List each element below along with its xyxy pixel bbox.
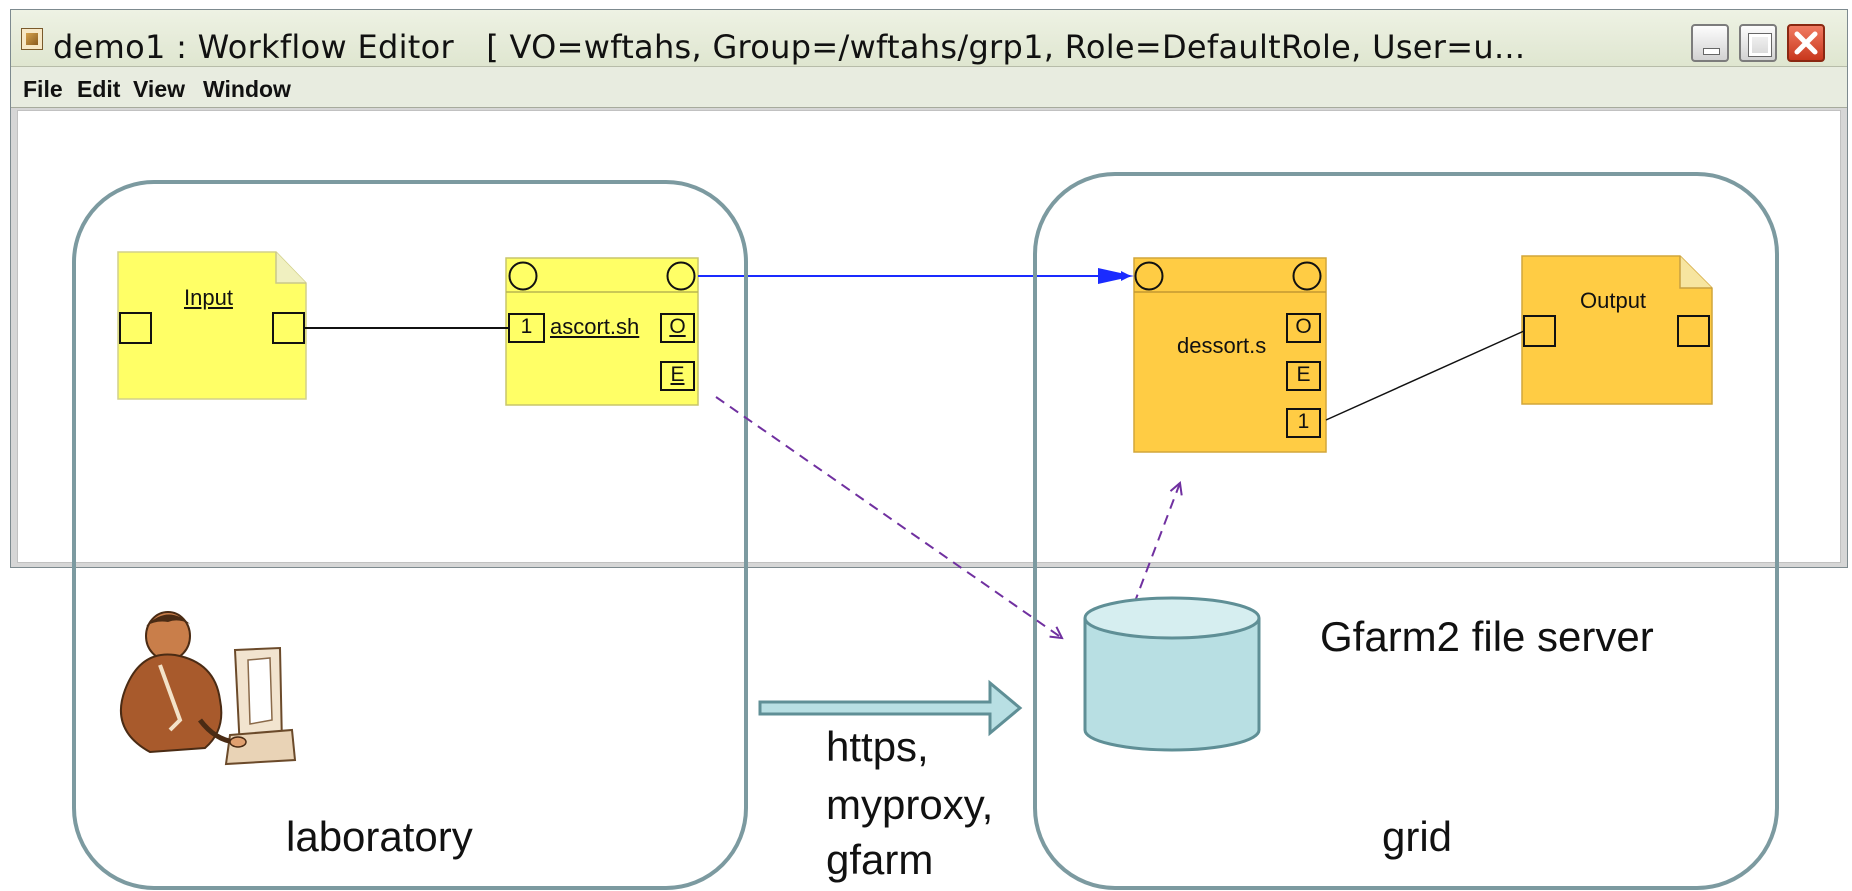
person-at-computer-clipart <box>119 611 297 766</box>
gfarm2-server-label: Gfarm2 file server <box>1320 613 1654 660</box>
protocol-myproxy: myproxy, <box>826 781 994 828</box>
dashed-arrow-to-dessort <box>1133 483 1180 605</box>
window-title: demo1 : Workflow Editor [ VO=wftahs, Gro… <box>53 28 1526 66</box>
input-node[interactable] <box>117 251 307 400</box>
maximize-button[interactable] <box>1739 24 1777 62</box>
title-bar[interactable]: demo1 : Workflow Editor [ VO=wftahs, Gro… <box>11 10 1847 67</box>
dessort-trigger-out <box>1292 261 1322 291</box>
dessort-port-1[interactable]: 1 <box>1286 408 1321 438</box>
ascort-port-1[interactable]: 1 <box>508 313 545 343</box>
dessort-node[interactable] <box>1133 257 1327 453</box>
dessort-node-label: dessort.s <box>1177 333 1267 358</box>
close-button[interactable] <box>1787 24 1825 62</box>
menu-edit[interactable]: Edit <box>77 76 121 102</box>
menu-view[interactable]: View <box>133 76 185 102</box>
dessort-port-o[interactable]: O <box>1286 313 1321 343</box>
link-arrowhead <box>1098 268 1134 284</box>
menu-bar: File Edit View Window <box>11 67 1847 108</box>
dashed-arrow-to-server <box>715 396 1062 638</box>
protocol-https: https, <box>826 723 929 770</box>
input-port-left <box>119 312 152 344</box>
minimize-button[interactable] <box>1691 24 1729 62</box>
input-node-label: Input <box>184 285 233 310</box>
menu-window[interactable]: Window <box>203 76 291 102</box>
laboratory-region <box>72 180 748 890</box>
output-node-label: Output <box>1580 288 1647 313</box>
output-port-right <box>1677 315 1710 347</box>
output-node[interactable] <box>1521 255 1713 405</box>
dessort-trigger-in <box>1134 261 1164 291</box>
dessort-port-e[interactable]: E <box>1286 361 1321 391</box>
ascort-trigger-in <box>508 261 538 291</box>
grid-region <box>1033 172 1779 890</box>
menu-file[interactable]: File <box>23 76 63 102</box>
ascort-port-e[interactable]: E <box>660 361 695 391</box>
gfarm2-server-cylinder <box>1083 596 1261 752</box>
transfer-arrow <box>758 679 1023 737</box>
protocol-gfarm: gfarm <box>826 836 934 883</box>
ascort-node[interactable] <box>505 257 699 406</box>
laboratory-label: laboratory <box>286 813 473 860</box>
grid-label: grid <box>1382 813 1453 860</box>
ascort-port-o[interactable]: O <box>660 313 695 343</box>
close-icon <box>1794 31 1818 55</box>
ascort-node-label: ascort.sh <box>550 314 640 339</box>
java-app-icon <box>21 28 43 50</box>
ascort-trigger-out <box>666 261 696 291</box>
link-dessort-to-output <box>1325 330 1525 421</box>
